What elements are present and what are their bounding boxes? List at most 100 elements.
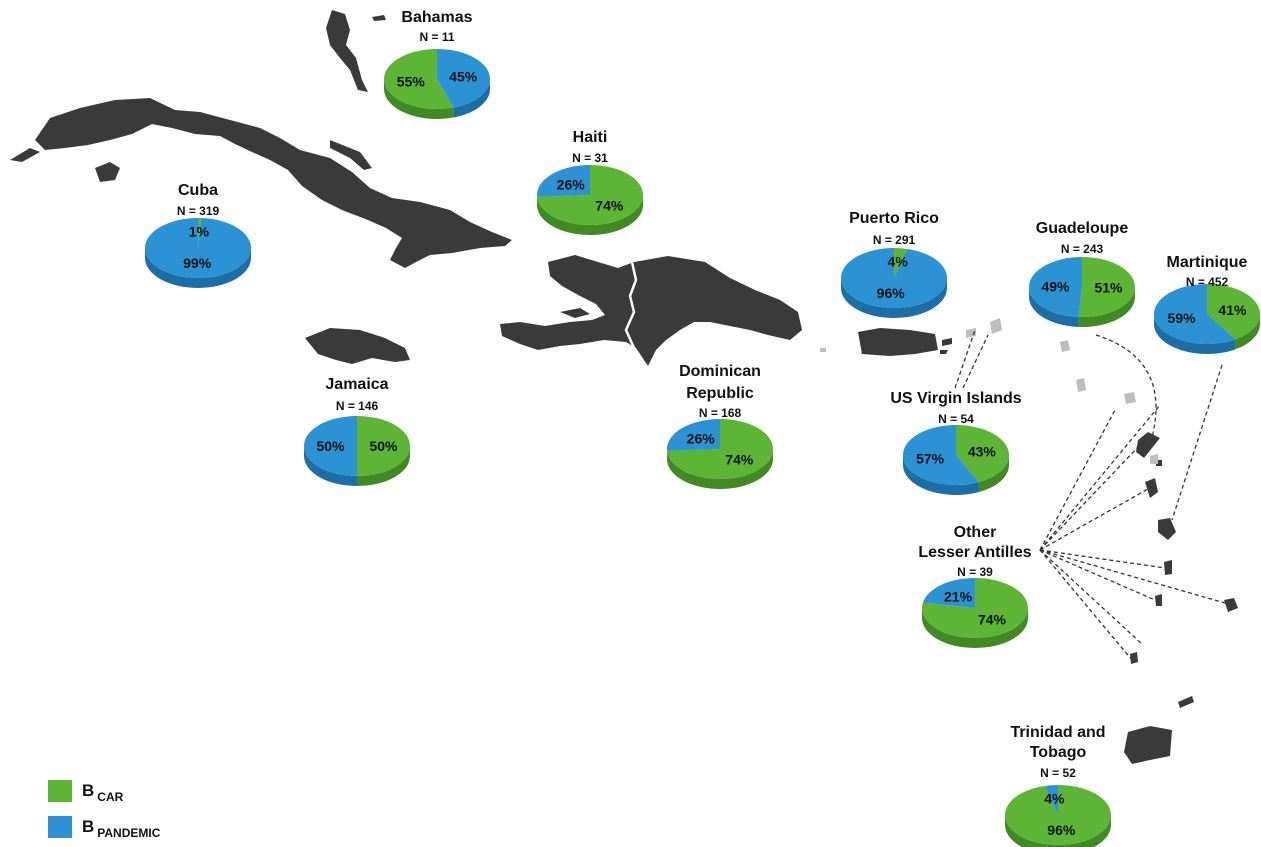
region-count-4: N = 243 xyxy=(1061,242,1104,256)
region-name-8: US Virgin Islands xyxy=(890,390,1021,407)
region-name-9: Other xyxy=(954,524,997,541)
pie-slice-bcar-2 xyxy=(198,218,202,248)
pie-side-6 xyxy=(304,446,357,486)
pie-side-2 xyxy=(145,248,251,288)
region-name-4: Guadeloupe xyxy=(1036,220,1129,237)
pie-side-7 xyxy=(667,449,773,490)
region-name-1: Haiti xyxy=(573,129,608,146)
land-cuba-west-tip xyxy=(10,148,40,162)
pie-label-bcar-3: 4% xyxy=(888,254,909,270)
pie-side-4 xyxy=(1078,287,1135,327)
region-count-7: N = 168 xyxy=(699,406,742,420)
region-count-6: N = 146 xyxy=(336,399,379,413)
land-masses xyxy=(10,10,1238,764)
region-name-9: Lesser Antilles xyxy=(918,544,1031,561)
pie-label-bpandemic-0: 45% xyxy=(449,69,478,85)
pie-slice-bcar-8 xyxy=(956,425,1010,483)
pie-slice-bpandemic-10 xyxy=(1044,785,1058,815)
pie-label-bcar-0: 55% xyxy=(397,73,426,89)
pie-slice-bcar-6 xyxy=(357,416,410,476)
region-count-2: N = 319 xyxy=(177,204,220,218)
pie-label-bpandemic-10: 4% xyxy=(1044,791,1065,807)
pie-side-3 xyxy=(841,278,947,318)
land-barbados xyxy=(1224,598,1238,612)
pie-label-bpandemic-2: 99% xyxy=(183,255,212,271)
land-isla-juventud xyxy=(95,162,120,182)
region-name-10: Tobago xyxy=(1030,744,1087,761)
land-dominica xyxy=(1145,478,1158,498)
region-name-2: Cuba xyxy=(178,182,218,199)
region-count-9: N = 39 xyxy=(957,565,993,579)
land-bahamas xyxy=(326,10,368,92)
land-pr-islets xyxy=(940,338,952,354)
pie-side-9 xyxy=(922,608,1028,648)
region-name-0: Bahamas xyxy=(401,9,472,26)
pie-slice-bpandemic-2 xyxy=(144,218,251,278)
pie-label-bpandemic-9: 21% xyxy=(944,588,973,604)
region-count-1: N = 31 xyxy=(572,151,608,165)
pie-label-bcar-2: 1% xyxy=(189,224,210,240)
region-name-7: Republic xyxy=(686,385,754,402)
region-count-3: N = 291 xyxy=(873,233,916,247)
pie-slice-bpandemic-0 xyxy=(437,49,490,108)
pie-label-bcar-9: 74% xyxy=(978,612,1007,628)
legend-swatch-bcar xyxy=(48,780,72,802)
region-count-8: N = 54 xyxy=(938,412,974,426)
pie-side-5 xyxy=(1154,314,1236,355)
land-light xyxy=(820,318,1158,464)
pie-slice-bcar-3 xyxy=(894,248,908,278)
pie-side-0 xyxy=(384,79,454,119)
haiti-dr-border xyxy=(624,261,638,349)
region-name-3: Puerto Rico xyxy=(849,210,939,227)
pie-label-bpandemic-7: 26% xyxy=(687,431,716,447)
pie-label-bcar-1: 74% xyxy=(595,197,624,213)
land-grenada xyxy=(1130,652,1138,664)
pie-slice-bcar-5 xyxy=(1207,284,1260,340)
land-cuba xyxy=(35,98,512,268)
land-st-lucia xyxy=(1164,560,1172,575)
region-count-10: N = 52 xyxy=(1040,766,1076,780)
land-martinique-island xyxy=(1158,518,1176,540)
pie-slice-bcar-10 xyxy=(1005,785,1112,845)
land-gonave xyxy=(560,308,590,318)
land-guadeloupe-island xyxy=(1136,432,1160,458)
region-name-5: Martinique xyxy=(1167,254,1248,271)
pie-1: 74% 26% Haiti N = 31 xyxy=(536,129,643,236)
pie-label-bpandemic-6: 50% xyxy=(316,438,345,454)
pie-label-bcar-5: 41% xyxy=(1218,302,1247,318)
land-st-vincent xyxy=(1155,594,1162,606)
land-jamaica xyxy=(305,328,410,364)
pie-slice-bcar-1 xyxy=(537,165,643,226)
pie-label-bpandemic-1: 26% xyxy=(557,177,586,193)
pie-slice-bcar-4 xyxy=(1078,257,1136,318)
pie-label-bcar-10: 96% xyxy=(1047,822,1076,838)
pie-slice-bpandemic-6 xyxy=(304,416,357,476)
pie-side-1 xyxy=(537,195,643,236)
pie-slice-bcar-7 xyxy=(667,419,773,480)
legend-swatch-bpandemic xyxy=(48,816,72,838)
land-tobago xyxy=(1178,696,1194,708)
pie-label-bpandemic-4: 49% xyxy=(1041,279,1070,295)
pie-label-bcar-6: 50% xyxy=(369,438,398,454)
pie-label-bpandemic-5: 59% xyxy=(1168,310,1197,326)
pie-slice-bpandemic-5 xyxy=(1154,284,1236,345)
land-cuba-keys xyxy=(330,140,372,170)
pie-slice-bpandemic-3 xyxy=(841,248,947,308)
pie-side-5 xyxy=(1235,314,1260,350)
region-count-0: N = 11 xyxy=(419,30,454,44)
pie-6: 50% 50% Jamaica N = 146 xyxy=(304,376,410,486)
pie-slice-bcar-0 xyxy=(384,49,454,109)
pie-side-4 xyxy=(1029,287,1079,327)
region-name-6: Jamaica xyxy=(325,376,388,393)
pie-label-bpandemic-8: 57% xyxy=(916,450,945,466)
